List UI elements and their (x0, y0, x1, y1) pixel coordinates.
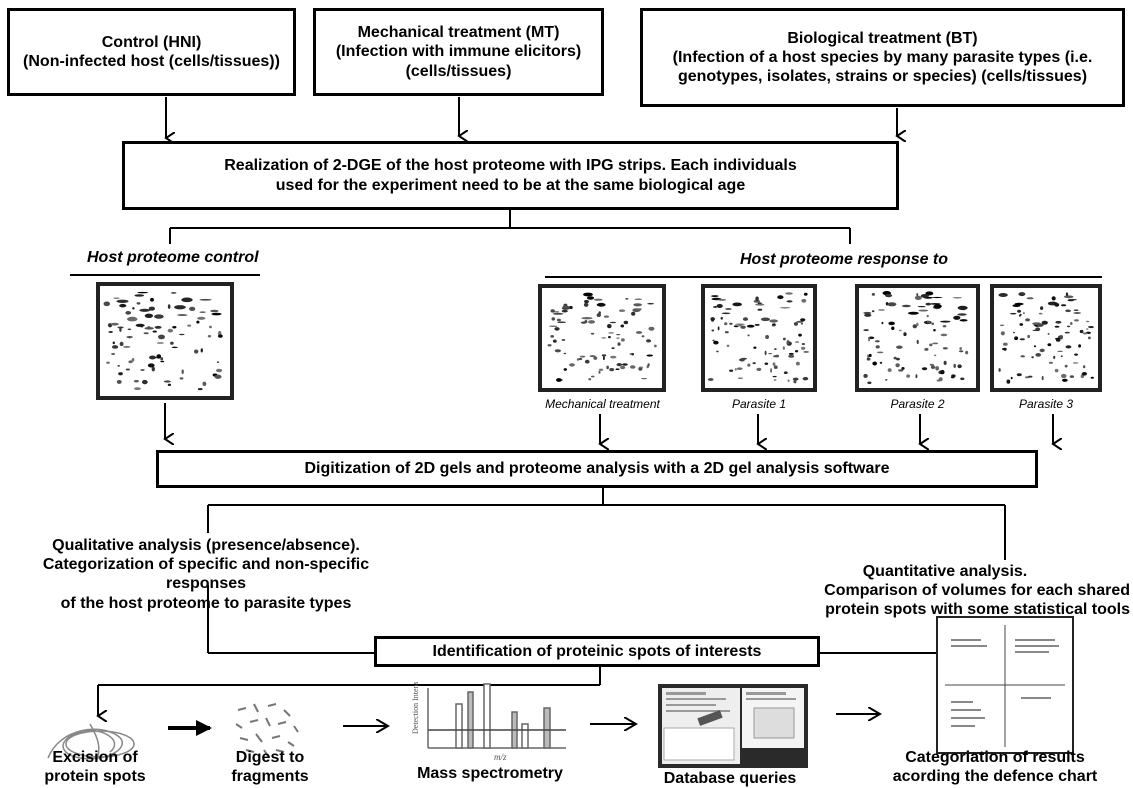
host-response-heading: Host proteome response to (740, 251, 949, 268)
mechanical-title: Mechanical treatment (MT) (357, 24, 560, 42)
excision-label: Excision of protein spots (44, 749, 146, 786)
mass-spectrometry-label: Mass spectrometry (417, 765, 563, 782)
quantitative-text: Quantitative analysis. Comparison of vol… (824, 563, 1130, 619)
identification-box: Identification of proteinic spots of int… (374, 636, 820, 667)
database-screenshot-icon (658, 684, 808, 768)
gel-spots (707, 292, 810, 384)
gel-spots (547, 292, 657, 382)
gel-label-parasite-3: Parasite 3 (1018, 397, 1074, 411)
gel-spots (863, 291, 969, 385)
gel-mechanical (538, 284, 666, 392)
spectrum-x-axis-label: m/z (494, 752, 507, 762)
control-subtitle: (Non-infected host (cells/tissues)) (23, 53, 280, 70)
gel-control (96, 282, 234, 400)
database-queries-label: Database queries (663, 770, 797, 787)
defence-chart-icon (936, 616, 1074, 754)
fragments-icon (235, 703, 299, 757)
control-box: Control (HNI) (Non-infected host (cells/… (7, 8, 296, 96)
gel-label-mechanical: Mechanical treatment (545, 397, 660, 411)
mechanical-line2: (Infection with immune elicitors) (335, 43, 582, 61)
realization-line2: used for the experiment need to be at th… (275, 176, 746, 194)
digitization-text: Digitization of 2D gels and proteome ana… (304, 460, 890, 478)
gel-spots (998, 292, 1094, 384)
biological-line3: genotypes, isolates, strains or species)… (677, 68, 1088, 86)
biological-line2: (Infection of a host species by many par… (672, 48, 1093, 66)
gel-label-parasite-1: Parasite 1 (731, 397, 787, 411)
gel-parasite-3 (990, 284, 1102, 392)
realization-box: Realization of 2-DGE of the host proteom… (122, 141, 899, 210)
identification-text: Identification of proteinic spots of int… (432, 642, 762, 660)
qualitative-text: Qualitative analysis (presence/absence).… (42, 537, 370, 612)
gel-spots (103, 291, 223, 391)
excision-icon (47, 723, 135, 763)
biological-title: Biological treatment (BT) (787, 29, 978, 47)
digitization-box: Digitization of 2D gels and proteome ana… (156, 450, 1038, 488)
digest-label: Digest to fragments (231, 749, 309, 786)
mechanical-box: Mechanical treatment (MT) (Infection wit… (313, 8, 604, 96)
mass-spectrum-icon: Detection Intensity m/z (411, 682, 566, 762)
realization-line1: Realization of 2-DGE of the host proteom… (224, 157, 797, 175)
control-title: Control (HNI) (101, 33, 202, 51)
gel-parasite-2 (855, 284, 980, 392)
gel-label-parasite-2: Parasite 2 (890, 397, 945, 411)
mechanical-line3: (cells/tissues) (405, 62, 512, 80)
spectrum-y-axis-label: Detection Intensity (411, 682, 420, 734)
categorisation-label: Categoriation of results acording the de… (892, 749, 1098, 786)
biological-box: Biological treatment (BT) (Infection of … (640, 8, 1125, 107)
host-control-heading: Host proteome control (87, 249, 259, 266)
gel-parasite-1 (701, 284, 817, 392)
